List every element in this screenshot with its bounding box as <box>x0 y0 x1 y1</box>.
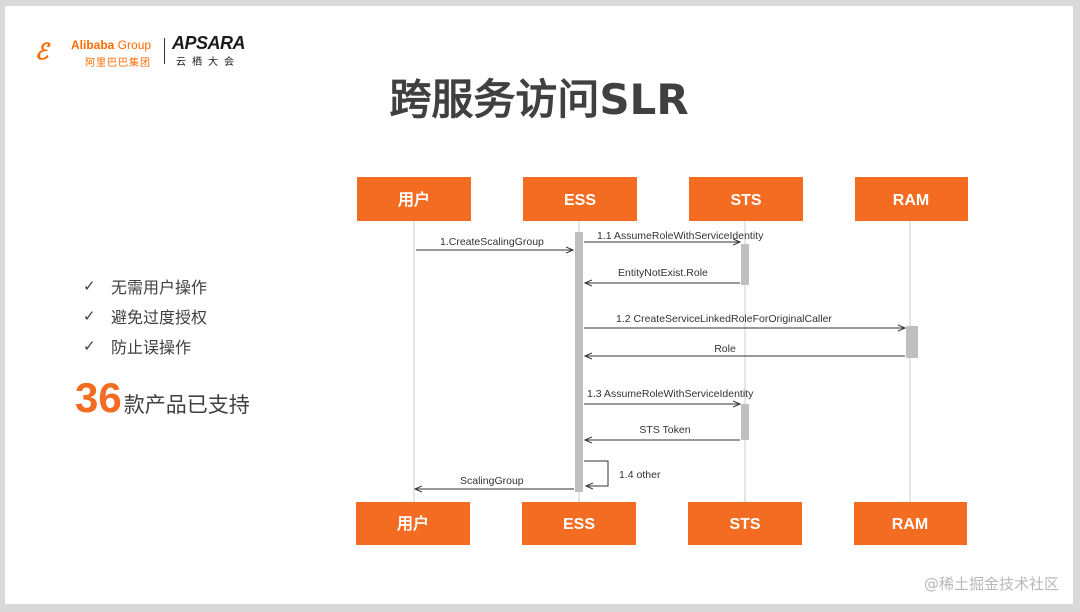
message-label: 1.2 CreateServiceLinkedRoleForOriginalCa… <box>616 313 832 325</box>
activation-ess <box>575 232 583 492</box>
message-sts-token: STS Token <box>585 424 740 440</box>
message-label: 1.3 AssumeRoleWithServiceIdentity <box>587 388 754 400</box>
slide-title: 跨服务访问SLR <box>389 75 689 124</box>
participant-sts-top: STS <box>689 177 803 221</box>
participant-label: RAM <box>892 516 928 533</box>
benefit-list: ✓ 无需用户操作 ✓ 避免过度授权 ✓ 防止误操作 <box>83 271 207 361</box>
message-create-scaling-group: 1.CreateScalingGroup <box>416 236 573 250</box>
message-assume-role-1: 1.1 AssumeRoleWithServiceIdentity <box>584 230 764 242</box>
alibaba-cn-wordmark: 阿里巴巴集团 <box>85 58 151 69</box>
stat-text: 款产品已支持 <box>123 393 250 417</box>
benefit-text: 避免过度授权 <box>111 308 208 327</box>
alibaba-group-word: Group <box>117 38 152 52</box>
benefit-text: 无需用户操作 <box>111 278 208 297</box>
benefit-item: ✓ 无需用户操作 <box>83 271 207 301</box>
check-icon: ✓ <box>83 337 96 355</box>
benefit-item: ✓ 防止误操作 <box>83 331 207 361</box>
participant-ess-bottom: ESS <box>522 502 636 545</box>
logo-divider <box>164 38 165 64</box>
alibaba-group-logo: ℰ Alibaba Group 阿里巴巴集团 <box>35 36 165 70</box>
message-role: Role <box>585 343 905 356</box>
participant-ram-top: RAM <box>855 177 968 221</box>
message-label: 1.CreateScalingGroup <box>440 236 544 248</box>
activation-ram <box>906 326 918 358</box>
participant-label: 用户 <box>398 190 430 209</box>
participant-label: 用户 <box>397 514 429 533</box>
alibaba-wordmark: Alibaba <box>71 38 115 52</box>
benefit-item: ✓ 避免过度授权 <box>83 301 207 331</box>
message-label: Role <box>714 343 736 355</box>
participant-sts-bottom: STS <box>688 502 802 545</box>
participant-label: ESS <box>563 516 595 533</box>
participant-ess-top: ESS <box>523 177 637 221</box>
watermark: @稀土掘金技术社区 <box>923 575 1059 593</box>
participant-label: STS <box>729 516 760 533</box>
participant-label: RAM <box>893 192 929 209</box>
participant-user-bottom: 用户 <box>356 502 470 545</box>
participant-label: ESS <box>564 192 596 209</box>
message-label: ScalingGroup <box>460 475 524 487</box>
message-scaling-group-return: ScalingGroup <box>415 475 574 489</box>
participant-user-top: 用户 <box>357 177 471 221</box>
message-other-self-call: 1.4 other <box>584 460 661 486</box>
message-create-slr: 1.2 CreateServiceLinkedRoleForOriginalCa… <box>584 313 905 328</box>
alibaba-mark-icon: ℰ <box>35 39 49 64</box>
product-support-stat: 36 款产品已支持 <box>75 374 250 422</box>
stat-number: 36 <box>75 374 122 421</box>
message-label: 1.4 other <box>619 469 661 481</box>
message-label: 1.1 AssumeRoleWithServiceIdentity <box>597 230 764 242</box>
message-assume-role-2: 1.3 AssumeRoleWithServiceIdentity <box>584 388 754 404</box>
message-entity-not-exist: EntityNotExist.Role <box>585 267 740 283</box>
benefit-text: 防止误操作 <box>111 338 192 357</box>
check-icon: ✓ <box>83 277 96 295</box>
sequence-diagram: 用户 ESS STS RAM 用户 ESS STS RAM <box>356 177 968 545</box>
participant-label: STS <box>730 192 761 209</box>
apsara-logo: APSARA 云栖大会 <box>172 33 262 69</box>
check-icon: ✓ <box>83 307 96 325</box>
message-label: STS Token <box>639 424 690 436</box>
participant-ram-bottom: RAM <box>854 502 967 545</box>
message-label: EntityNotExist.Role <box>618 267 708 279</box>
apsara-cn-wordmark: 云栖大会 <box>176 57 240 68</box>
activation-sts-2 <box>741 404 749 440</box>
slide: ℰ Alibaba Group 阿里巴巴集团 APSARA 云栖大会 跨服务访问… <box>5 6 1073 604</box>
apsara-wordmark: APSARA <box>172 33 246 53</box>
activation-sts-1 <box>741 244 749 285</box>
